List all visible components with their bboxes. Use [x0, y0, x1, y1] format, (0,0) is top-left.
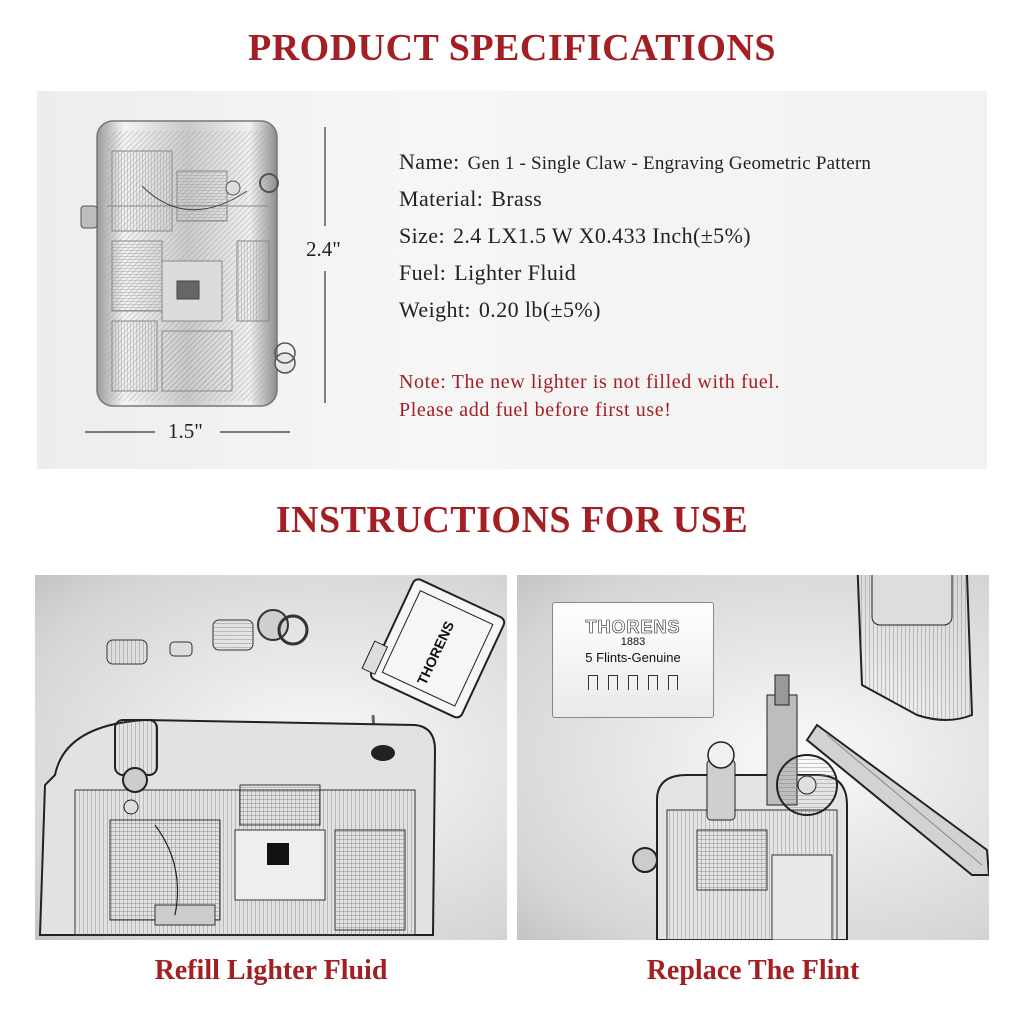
spec-value: Lighter Fluid — [454, 260, 577, 285]
flint-slot — [648, 675, 658, 690]
flint-slot — [588, 675, 598, 690]
spec-key: Size: — [399, 223, 445, 248]
spec-row-size: Size: 2.4 LX1.5 W X0.433 Inch(±5%) — [399, 217, 871, 254]
spec-row-material: Material: Brass — [399, 180, 871, 217]
instructions-title: INSTRUCTIONS FOR USE — [275, 499, 749, 541]
spec-key: Name: — [399, 149, 460, 174]
note-line-1: Note: The new lighter is not filled with… — [399, 371, 781, 393]
spec-value: 0.20 lb(±5%) — [478, 297, 601, 322]
flint-brand-label: THORENS — [585, 617, 681, 638]
flint-pack: THORENS 1883 5 Flints-Genuine — [552, 602, 714, 718]
spec-key: Fuel: — [399, 260, 447, 285]
specifications-panel: 2.4" 1.5" Name: Gen 1 - Single Claw - Eng… — [37, 91, 987, 469]
flint-slot — [628, 675, 638, 690]
flint-slot — [608, 675, 618, 690]
flint-year-label: 1883 — [620, 636, 646, 648]
product-specifications-title: PRODUCT SPECIFICATIONS — [248, 27, 776, 69]
spec-value: Gen 1 - Single Claw - Engraving Geometri… — [467, 153, 872, 174]
fuel-note: Note: The new lighter is not filled with… — [399, 368, 914, 424]
spec-key: Weight: — [399, 297, 471, 322]
lighter-illustration — [80, 120, 326, 433]
spec-value: Brass — [491, 186, 543, 211]
spec-row-weight: Weight: 0.20 lb(±5%) — [399, 291, 871, 328]
width-dimension-label: 1.5" — [168, 419, 203, 443]
refill-caption: Refill Lighter Fluid — [154, 955, 388, 986]
refill-illustration-panel: THORENS — [35, 575, 507, 940]
spec-value: 2.4 LX1.5 W X0.433 Inch(±5%) — [453, 223, 752, 248]
flint-slot — [668, 675, 678, 690]
refill-lighter-illustration: THORENS — [38, 578, 506, 936]
flint-slots — [553, 675, 713, 690]
note-line-2: Please add fuel before first use! — [399, 399, 672, 421]
flint-illustration-panel: THORENS 1883 5 Flints-Genuine — [517, 575, 989, 940]
spec-key: Material: — [399, 186, 484, 211]
flint-description: 5 Flints-Genuine — [585, 650, 681, 665]
spec-row-name: Name: Gen 1 - Single Claw - Engraving Geo… — [399, 143, 871, 180]
spec-list: Name: Gen 1 - Single Claw - Engraving Geo… — [399, 143, 871, 328]
height-dimension-label: 2.4" — [306, 237, 341, 261]
replace-flint-caption: Replace The Flint — [646, 955, 860, 986]
replace-flint-illustration — [632, 575, 989, 940]
spec-row-fuel: Fuel: Lighter Fluid — [399, 254, 871, 291]
